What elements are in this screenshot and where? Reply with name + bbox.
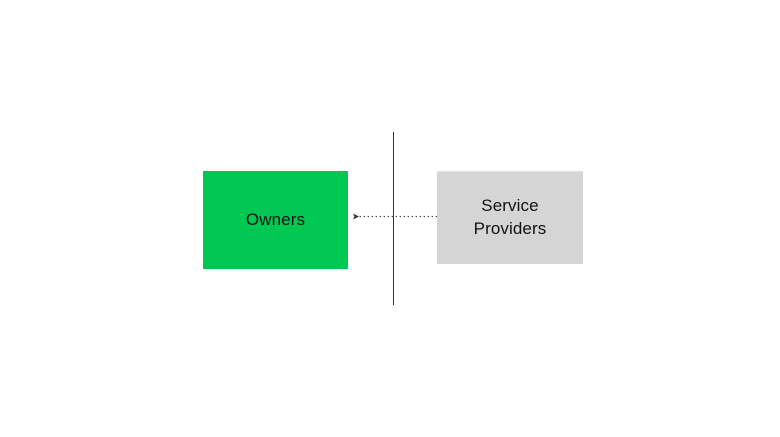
node-service-providers[interactable]: Service Providers bbox=[437, 171, 583, 264]
dependency-arrow-edge bbox=[353, 213, 437, 220]
node-service-providers-label: Service Providers bbox=[473, 196, 547, 238]
boundary-separator-line bbox=[393, 132, 394, 305]
node-owners-label: Owners bbox=[245, 209, 306, 229]
node-owners[interactable]: Owners bbox=[203, 171, 348, 269]
